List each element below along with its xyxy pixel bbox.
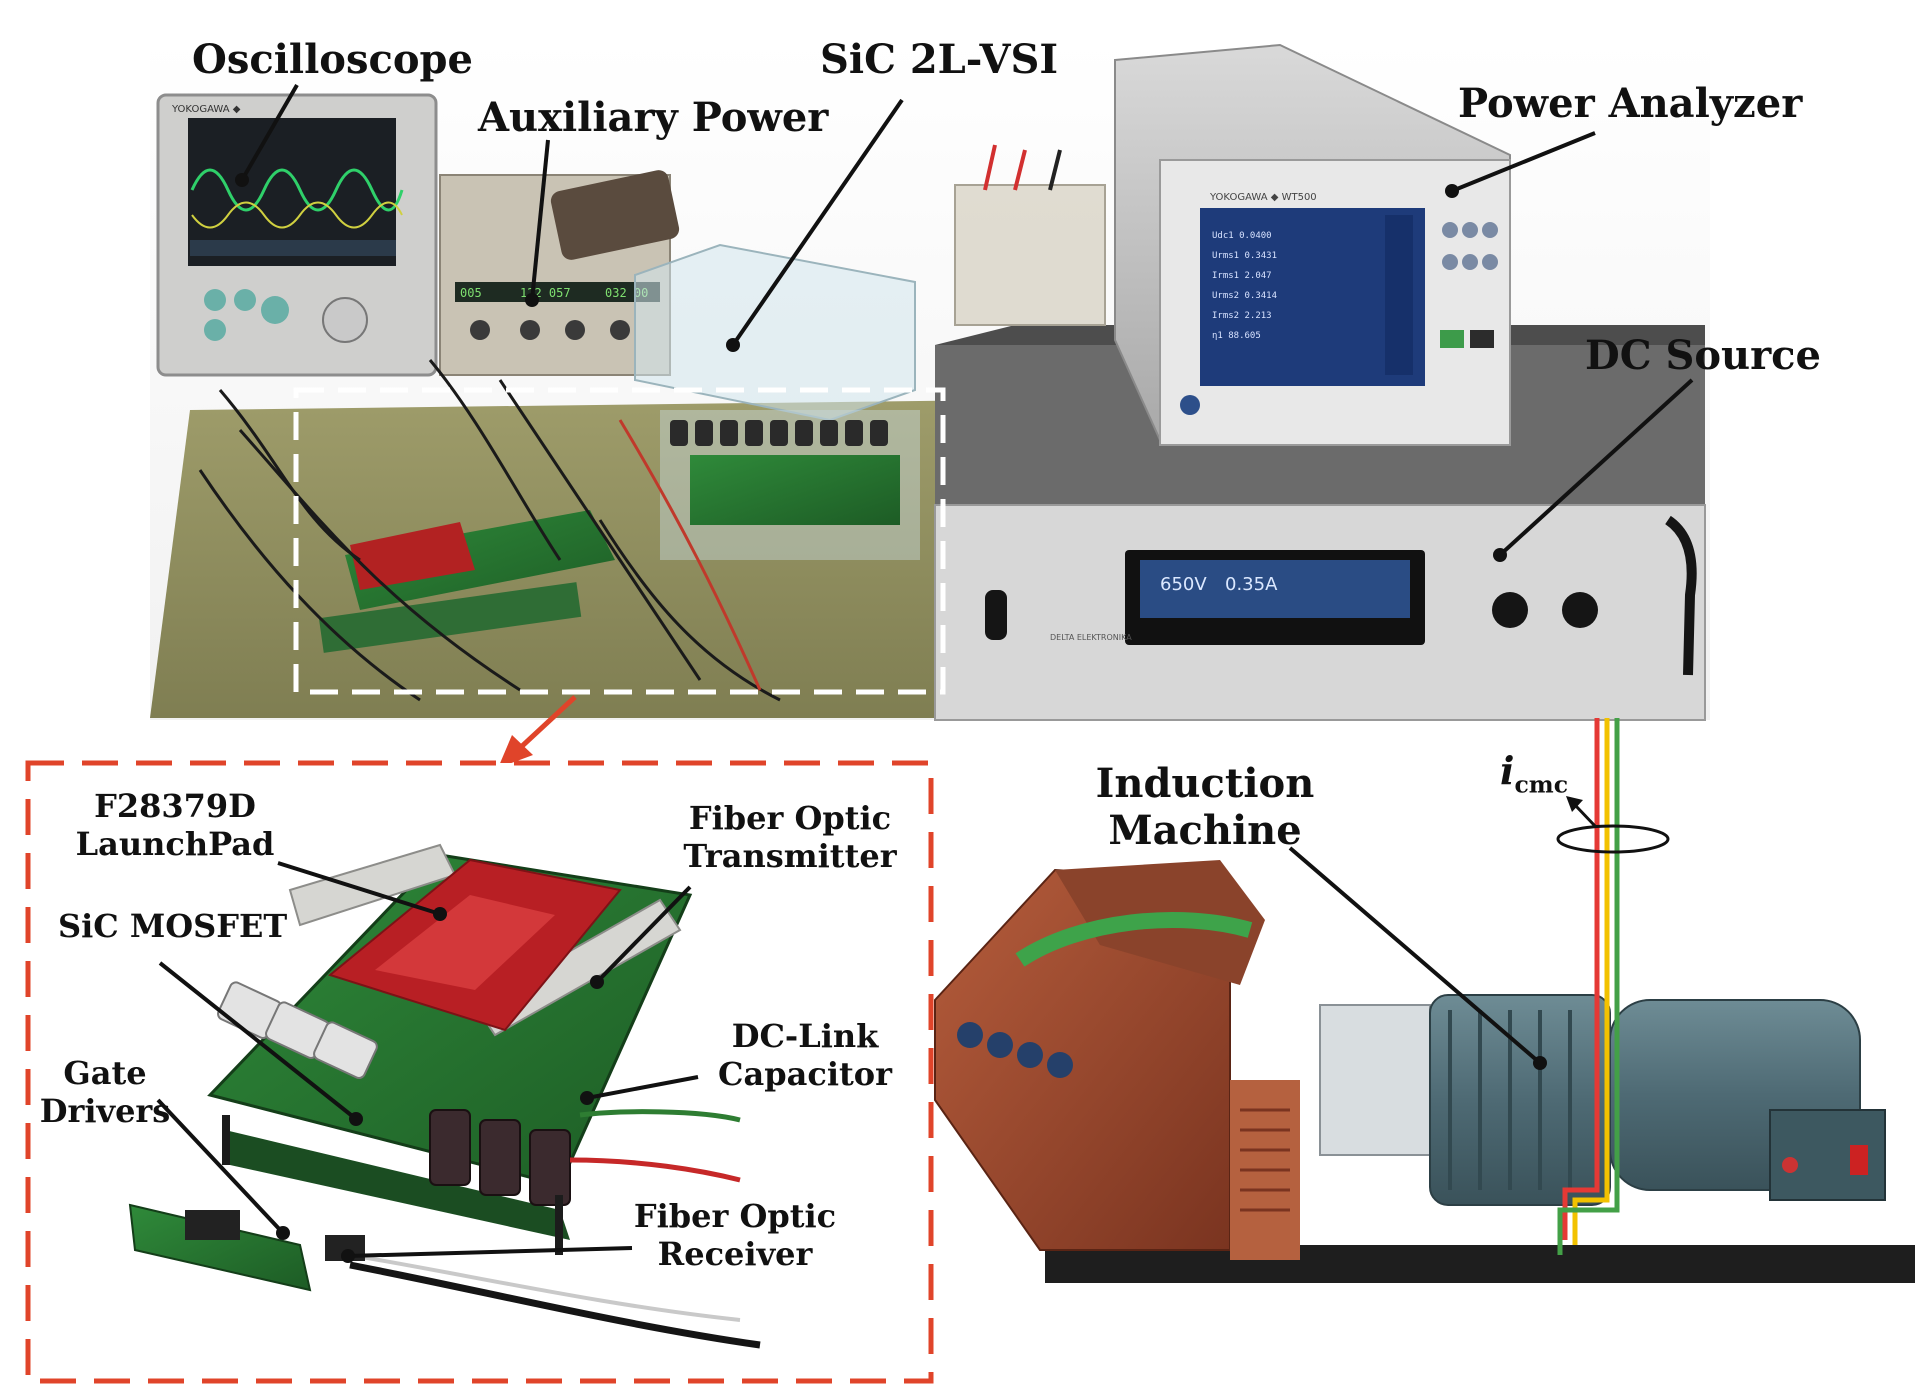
scope-brand-text: YOKOGAWA ◆ (171, 104, 241, 115)
label-sic-mosfet: SiC MOSFET (58, 907, 288, 945)
current-direction-arrow (1566, 796, 1597, 828)
current-probe-loop (1556, 824, 1670, 854)
label-launchpad-line1: F28379D (94, 787, 256, 825)
svg-text:Udc1 0.0400: Udc1 0.0400 (1212, 231, 1272, 241)
svg-text:Irms2 2.213: Irms2 2.213 (1212, 311, 1272, 321)
icmc-subscript: cmc (1514, 770, 1569, 799)
zoom-arrow (498, 695, 577, 768)
svg-text:Irms1 2.047: Irms1 2.047 (1212, 271, 1272, 281)
label-gate-drivers-line1: Gate (63, 1054, 147, 1092)
converter-closeup (128, 843, 761, 1349)
analyzer-and-dc-source: 650V 0.35A DELTA ELEKTRONIKA Udc1 0.0400… (934, 43, 1706, 721)
zoom-source-box (293, 387, 946, 695)
leader-lines (156, 83, 1694, 1258)
label-fiber-transmitter-line2: Transmitter (683, 836, 897, 875)
leader-dots (235, 173, 1547, 1263)
label-auxiliary-power: Auxiliary Power (478, 94, 829, 141)
dc-source-brand-text: DELTA ELEKTRONIKA (1050, 633, 1132, 642)
sic-vsi-enclosure (634, 144, 1106, 560)
launchpad-on-bench (318, 510, 615, 653)
label-induction-machine-line1: Induction (1095, 760, 1315, 807)
bench-cables (198, 359, 781, 702)
label-sic-vsi: SiC 2L-VSI (820, 36, 1059, 83)
svg-text:Urms2 0.3414: Urms2 0.3414 (1212, 291, 1277, 301)
cm-current-cables (1557, 718, 1620, 1255)
label-launchpad: F28379D LaunchPad (60, 787, 290, 864)
motor-setup-photo (934, 860, 1915, 1283)
analyzer-brand-text: YOKOGAWA ◆ WT500 (1209, 192, 1317, 203)
label-fiber-transmitter-line1: Fiber Optic (688, 799, 892, 837)
label-dc-source: DC Source (1585, 332, 1821, 379)
label-oscilloscope: Oscilloscope (192, 36, 473, 83)
label-fiber-receiver-line1: Fiber Optic (633, 1197, 837, 1235)
dc-source-voltage-readout: 650V (1160, 574, 1207, 595)
label-dc-link-capacitor: DC-Link Capacitor (705, 1017, 905, 1094)
label-fiber-receiver-line2: Receiver (657, 1234, 813, 1273)
icmc-symbol: i (1500, 748, 1515, 793)
label-fiber-transmitter: Fiber Optic Transmitter (680, 799, 900, 876)
label-gate-drivers-line2: Drivers (39, 1091, 171, 1130)
label-fiber-receiver: Fiber Optic Receiver (630, 1197, 840, 1274)
oscilloscope: YOKOGAWA ◆ (156, 93, 438, 377)
label-launchpad-line2: LaunchPad (75, 824, 275, 863)
dc-source-current-readout: 0.35A (1225, 574, 1278, 595)
label-dc-link-line2: Capacitor (718, 1054, 892, 1093)
label-induction-machine: Induction Machine (1085, 760, 1325, 854)
svg-text:Urms1 0.3431: Urms1 0.3431 (1212, 251, 1277, 261)
label-icmc: icmc (1500, 748, 1568, 799)
svg-text:η1 88.605: η1 88.605 (1212, 331, 1261, 341)
label-gate-drivers: Gate Drivers (30, 1054, 180, 1131)
label-dc-link-line1: DC-Link (731, 1017, 879, 1055)
label-power-analyzer: Power Analyzer (1458, 80, 1803, 127)
svg-text:005: 005 (460, 286, 482, 300)
label-induction-machine-line2: Machine (1108, 807, 1302, 855)
